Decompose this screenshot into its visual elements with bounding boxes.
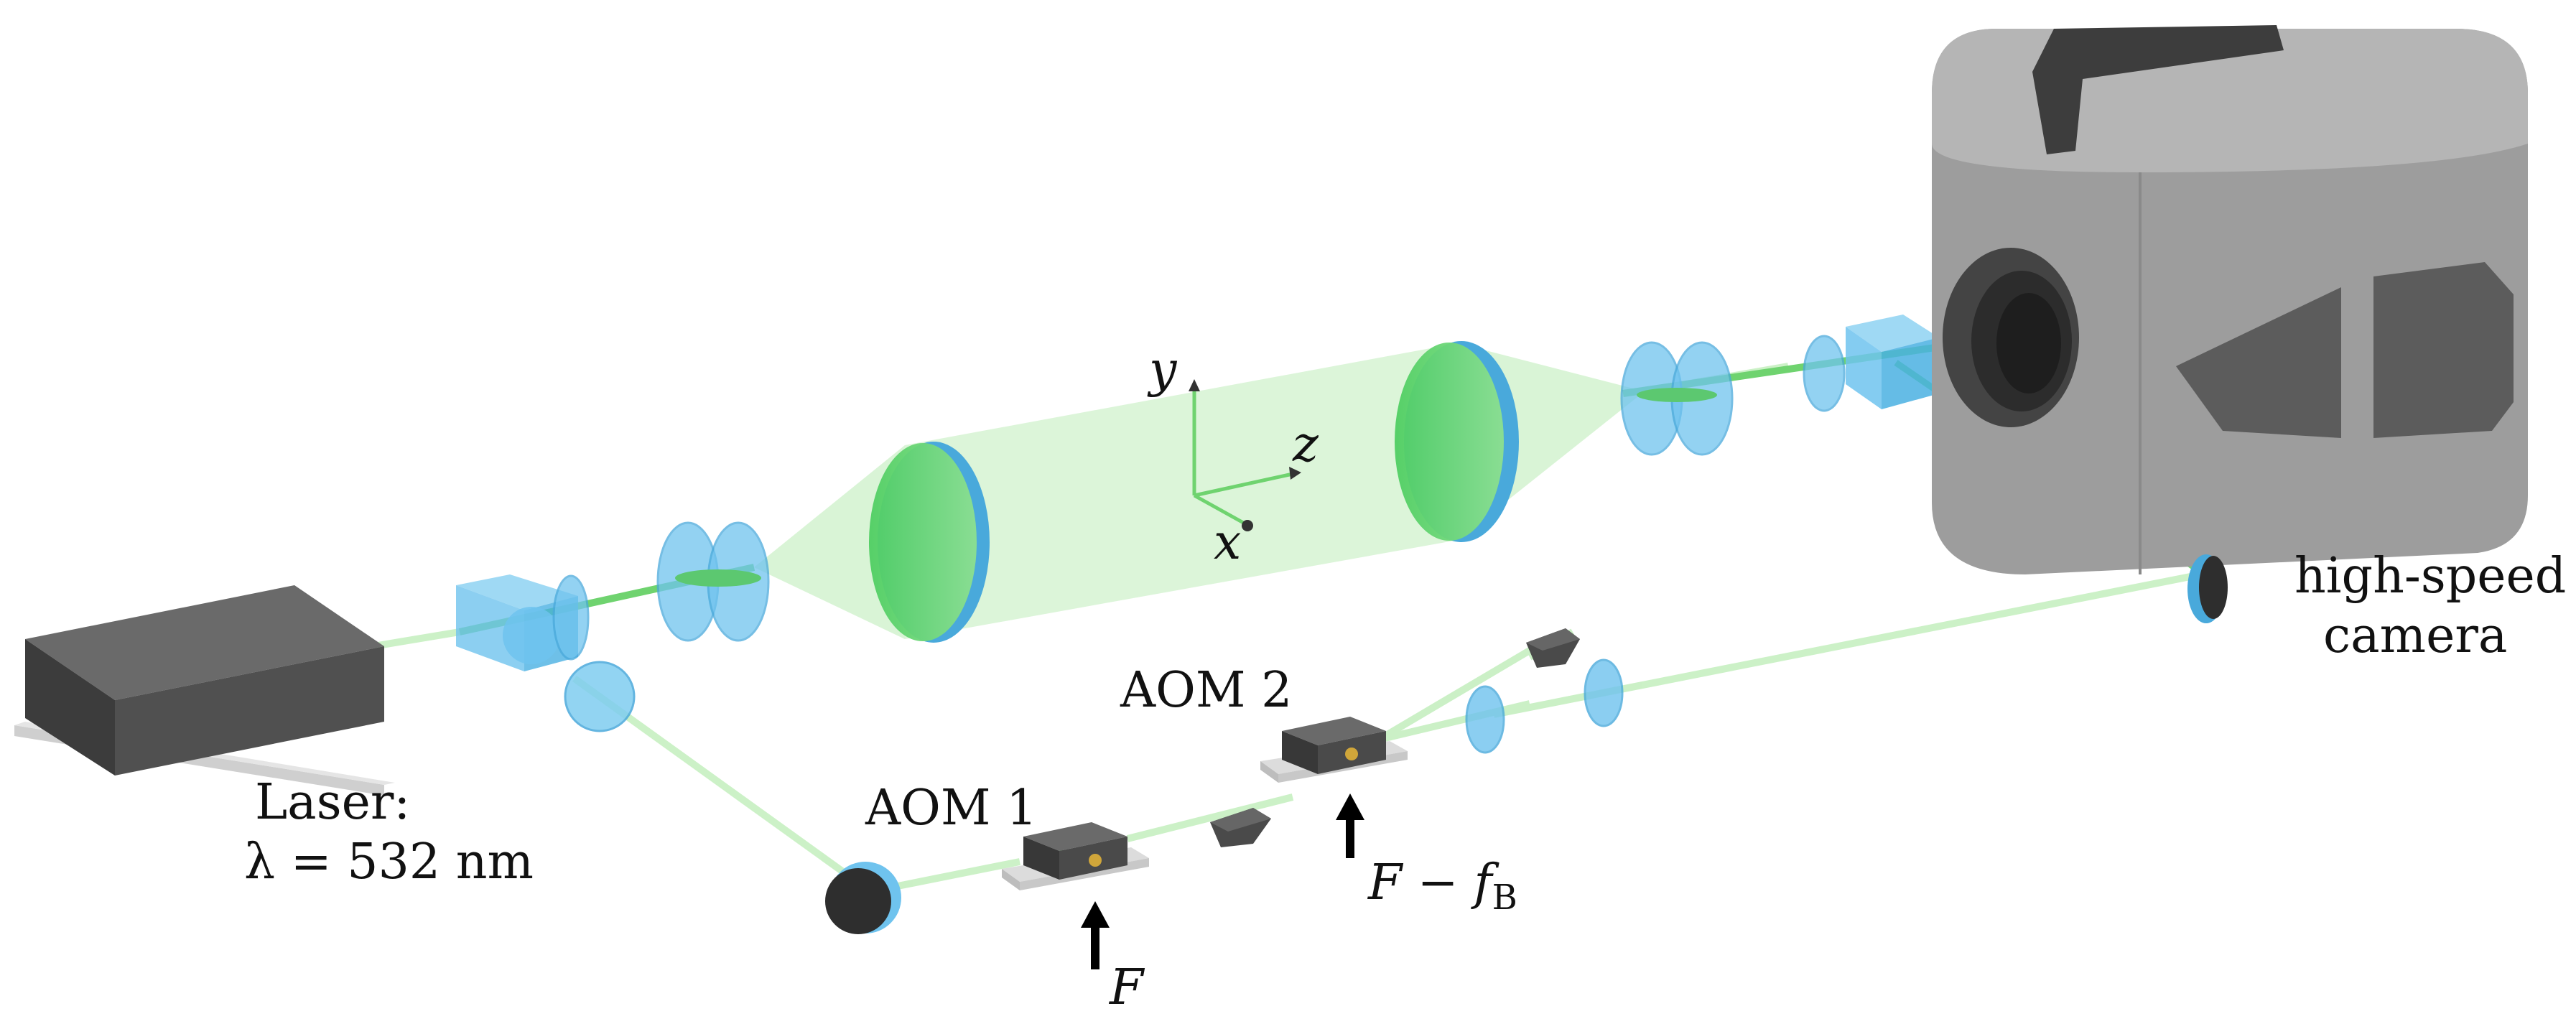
camera-label-line2: camera xyxy=(2323,607,2508,664)
axis-x-label: x xyxy=(1214,514,1242,571)
large-lens-left xyxy=(869,442,990,643)
lens-right-small xyxy=(1803,335,1846,412)
aom-1-label: AOM 1 xyxy=(865,780,1038,837)
mirror-bottom xyxy=(825,862,901,934)
lens-pair-left xyxy=(656,521,770,642)
arrow-f xyxy=(1081,901,1110,969)
coordinate-axes xyxy=(1189,379,1301,531)
lens-reference-2 xyxy=(1584,658,1624,727)
aom-2-device xyxy=(1260,717,1408,783)
aom-2-label: AOM 2 xyxy=(1120,662,1293,719)
laser-label-title: Laser: xyxy=(255,774,411,831)
lens-reference-1 xyxy=(1465,685,1505,754)
large-lens-right xyxy=(1395,341,1519,542)
beam-dump-2 xyxy=(1526,628,1580,668)
axis-z-label: z xyxy=(1293,416,1319,473)
frequency-f-minus-fb-label: F − fB xyxy=(1368,855,1517,918)
axis-y-label: y xyxy=(1149,342,1177,399)
camera-label-line1: high-speed xyxy=(2294,548,2567,605)
mirror-camera xyxy=(2187,554,2228,623)
frequency-subscript-b: B xyxy=(1492,877,1517,918)
aom-1-device xyxy=(1002,822,1149,890)
beam-dump-1 xyxy=(1210,808,1271,847)
lens-pair-right xyxy=(1620,341,1734,456)
laser-wavelength-label: λ = 532 nm xyxy=(244,834,534,890)
frequency-f-label: F xyxy=(1110,959,1144,1016)
lens-left-1 xyxy=(552,574,590,661)
beam-splitter-right xyxy=(1846,315,1939,409)
laser-source xyxy=(14,585,395,796)
arrow-f-minus-fb xyxy=(1336,793,1364,858)
frequency-f-minus-f-text: F − f xyxy=(1368,855,1492,911)
high-speed-camera xyxy=(1932,25,2528,574)
lens-left-2 xyxy=(564,661,636,732)
